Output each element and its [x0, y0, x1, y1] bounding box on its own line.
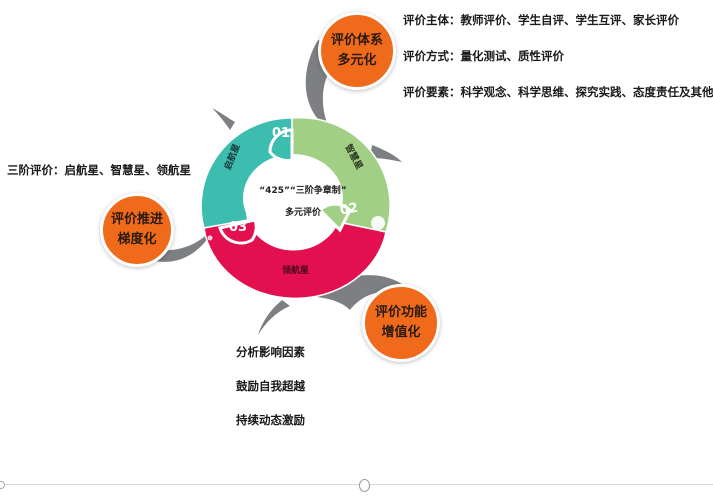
- bubble-line2: 多元化: [337, 53, 377, 68]
- segment-number-01: 01: [272, 126, 291, 141]
- bubble-line2: 梯度化: [117, 232, 157, 247]
- system-detail-elements: 评价要素：科学观念、科学思维、探究实践、态度责任及其他: [403, 85, 713, 99]
- function-detail-motivate: 持续动态激励: [236, 413, 305, 427]
- function-detail-encourage: 鼓励自我超越: [236, 379, 305, 393]
- segment-label-linghangxing: 领航星: [282, 266, 310, 276]
- bubble-line1: 评价功能: [374, 305, 427, 320]
- bubble-system-diversified: 评价体系 多元化: [318, 12, 396, 90]
- ring-diagram: [200, 116, 391, 300]
- segment-number-03: 03: [229, 220, 248, 235]
- center-title: “425”“三阶争章制”: [259, 186, 347, 196]
- slider-start-handle[interactable]: [0, 481, 5, 489]
- system-detail-subject: 评价主体：教师评价、学生自评、学生互评、家长评价: [403, 13, 679, 27]
- bubble-progression-gradient: 评价推进 梯度化: [100, 193, 174, 267]
- center-subtitle: 多元评价: [284, 208, 321, 218]
- bubble-line1: 评价体系: [330, 33, 383, 48]
- slider-track[interactable]: [0, 484, 713, 485]
- bubble-line2: 增值化: [381, 325, 421, 340]
- system-detail-method: 评价方式：量化测试、质性评价: [403, 49, 564, 63]
- function-detail-analyze: 分析影响因素: [236, 345, 305, 359]
- bubble-line1: 评价推进: [110, 212, 163, 227]
- bubble-function-value-added: 评价功能 增值化: [362, 284, 440, 362]
- slider-thumb[interactable]: [359, 479, 370, 492]
- progression-detail: 三阶评价：启航星、智慧星、领航星: [7, 163, 191, 177]
